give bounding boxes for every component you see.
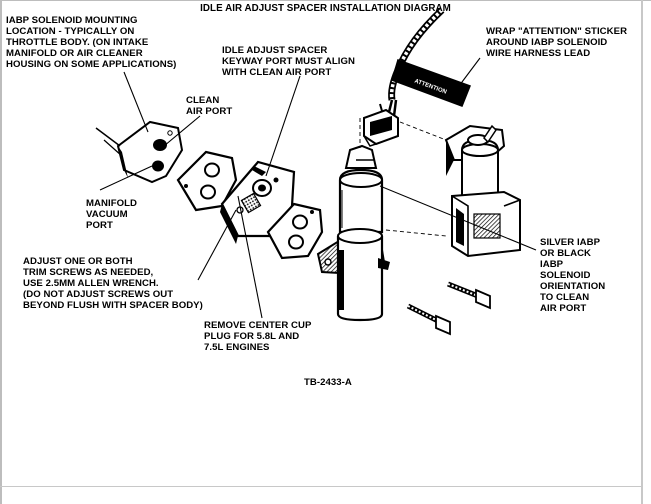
frame-left-border [0,0,2,504]
frame-top-border [0,0,651,1]
gasket-2 [266,202,324,260]
diagram-title: IDLE AIR ADJUST SPACER INSTALLATION DIAG… [200,3,451,14]
alignment-lines [359,118,447,237]
gasket-1 [176,150,238,212]
label-clean-air-port: CLEAN AIR PORT [186,95,233,117]
harness-connector [363,108,399,147]
label-idle-adjust-spacer: IDLE ADJUST SPACER KEYWAY PORT MUST ALIG… [222,45,355,78]
mounting-bolt-short [447,281,491,310]
label-wrap-attention-sticker: WRAP "ATTENTION" STICKER AROUND IABP SOL… [486,26,628,59]
silver-black-iabp-solenoid [444,124,521,258]
label-silver-iabp-orientation: SILVER IABP OR BLACK IABP SOLENOID ORIEN… [540,237,606,314]
leader-lines [99,57,537,319]
iabp-solenoid [316,144,390,322]
attention-sticker: ATTENTION [391,59,471,107]
figure-code: TB-2433-A [304,377,352,388]
label-iabp-mounting-location: IABP SOLENOID MOUNTING LOCATION - TYPICA… [6,15,177,70]
frame-bottom-border [0,486,643,487]
label-manifold-vacuum-port: MANIFOLD VACUUM PORT [86,198,138,231]
frame-right-border [641,0,643,504]
label-remove-center-cup-plug: REMOVE CENTER CUP PLUG FOR 5.8L AND 7.5L… [204,320,312,353]
mounting-bolt-long [406,303,451,336]
throttle-body-mounting-surface [95,120,184,184]
label-adjust-trim-screws: ADJUST ONE OR BOTH TRIM SCREWS AS NEEDED… [23,256,203,311]
